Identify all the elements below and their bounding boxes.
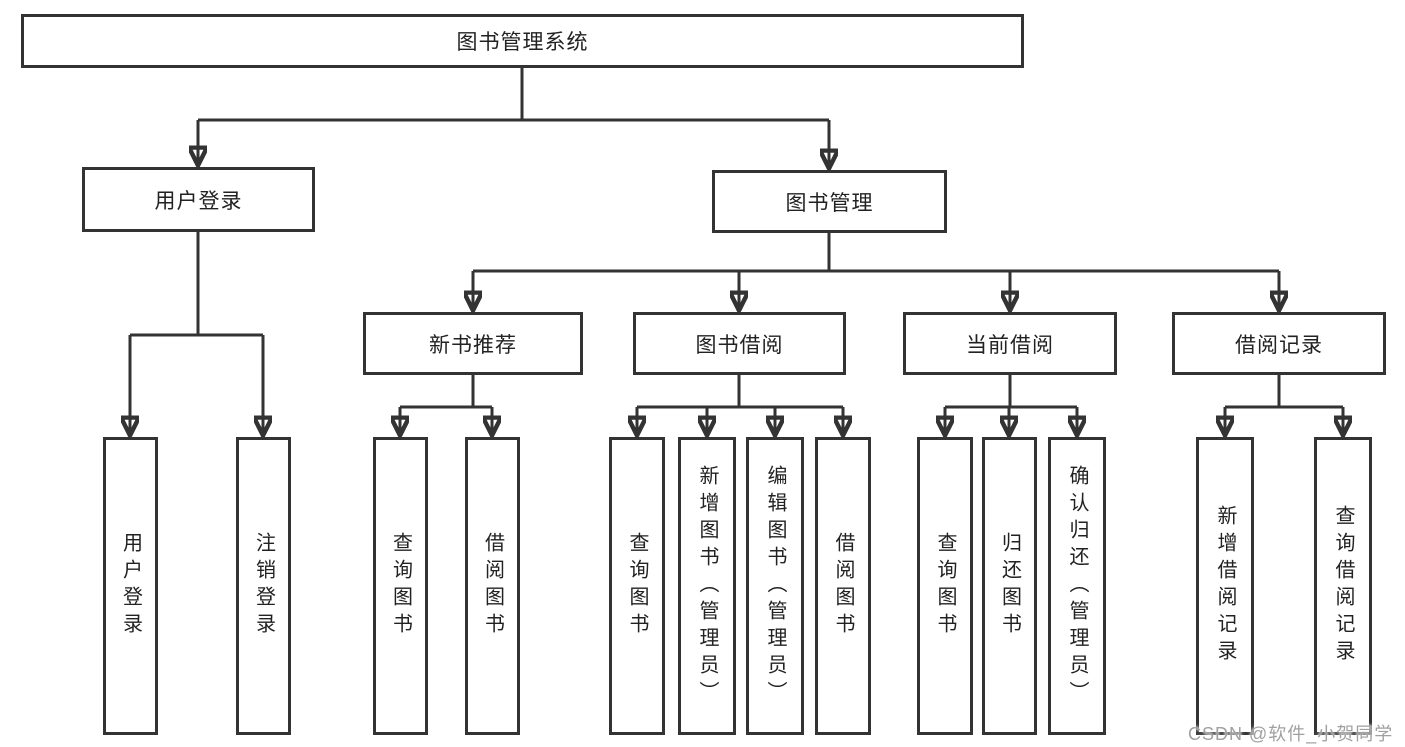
leaf-logout: 注销登录 [236,437,291,735]
node-book-borrowing: 图书借阅 [633,312,846,375]
node-user-login: 用户登录 [82,167,315,232]
leaf-current-query-books: 查询图书 [917,437,973,735]
csdn-watermark: CSDN @软件_小贺同学 [1188,724,1394,744]
leaf-borrowing-add-books: 新增图书（管理员） [678,437,736,735]
leaf-recommend-query-books: 查询图书 [373,437,428,735]
leaf-recommend-borrow-books: 借阅图书 [465,437,520,735]
node-root: 图书管理系统 [21,14,1024,68]
leaf-records-add-record: 新增借阅记录 [1196,437,1254,735]
leaf-records-query-record: 查询借阅记录 [1314,437,1372,735]
node-new-book-recommend: 新书推荐 [363,312,583,375]
leaf-borrowing-query-books: 查询图书 [609,437,665,735]
leaf-borrowing-edit-books: 编辑图书（管理员） [746,437,804,735]
leaf-user-login: 用户登录 [103,437,158,735]
node-book-management: 图书管理 [712,170,947,233]
node-current-borrowing: 当前借阅 [903,312,1117,375]
node-borrowing-records: 借阅记录 [1172,312,1386,375]
leaf-borrowing-borrow-books: 借阅图书 [815,437,871,735]
leaf-current-return-books: 归还图书 [982,437,1037,735]
leaf-current-confirm-return: 确认归还（管理员） [1048,437,1106,735]
